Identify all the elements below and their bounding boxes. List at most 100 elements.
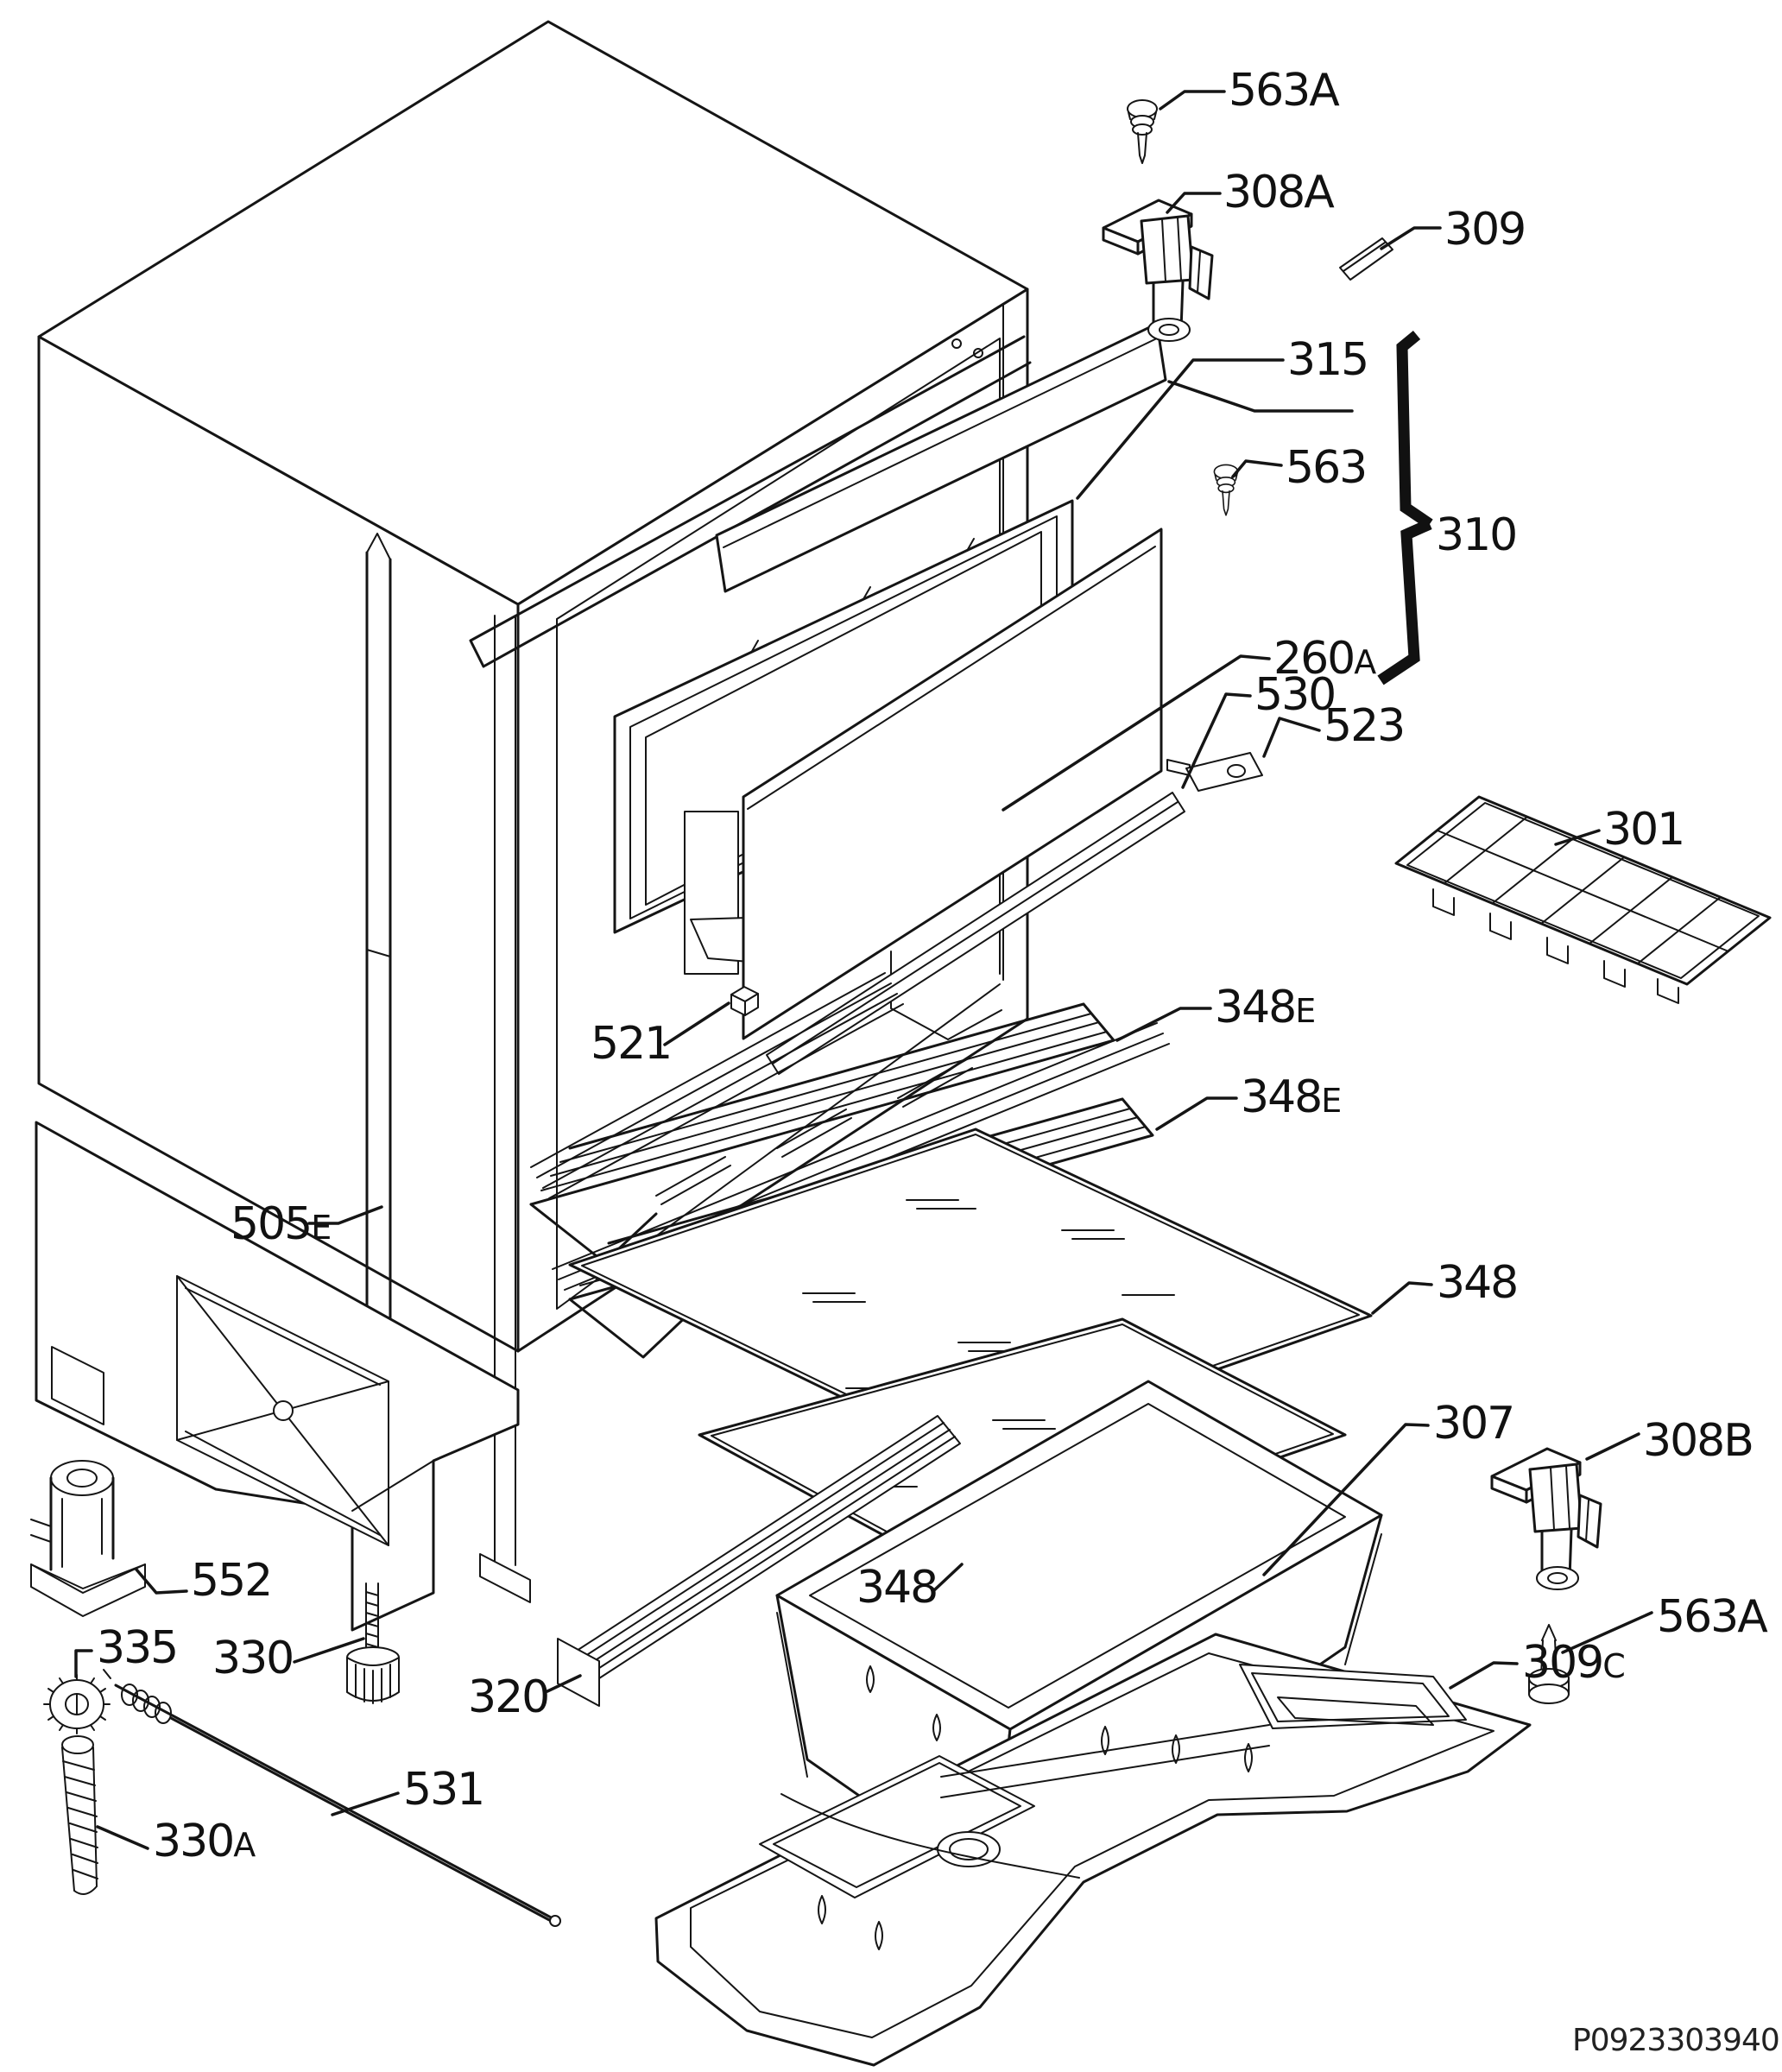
cabinet-body [37, 20, 1029, 1603]
part-label-348e-10: 348E [1215, 982, 1314, 1033]
interior-shelf-ribs [655, 1058, 973, 1205]
leader-335 [74, 1649, 93, 1678]
ice-tray-dividers [1444, 816, 1722, 964]
x-brace-inner [185, 1287, 381, 1536]
cabinet-edge-foot [479, 1553, 531, 1603]
part-label-348-19: 348 [856, 1562, 937, 1614]
leader-348-shelf [1371, 1281, 1433, 1315]
group-brace-310 [1377, 330, 1433, 685]
part-label-563a-17: 563A [1657, 1591, 1768, 1643]
leader-563 [1231, 459, 1283, 478]
part-label-530-7: 530 [1254, 669, 1335, 721]
leader-315 [1076, 358, 1285, 500]
door-insert-panel [715, 322, 1167, 593]
leader-531 [331, 1791, 400, 1816]
leader-348e-2 [1155, 1096, 1238, 1131]
leader-552 [135, 1568, 188, 1595]
base-frame-edges [35, 1121, 519, 1425]
base-frame-notch [351, 1460, 434, 1512]
ice-tray-feet [1432, 888, 1679, 1004]
leader-348e-1 [1115, 1007, 1212, 1042]
part-label-307-15: 307 [1433, 1398, 1513, 1450]
bracket-552 [30, 1460, 146, 1617]
trim-strip-530-edge [772, 801, 1179, 1064]
leader-320 [546, 1674, 582, 1693]
leader-563a-bottom [1561, 1611, 1653, 1654]
base-frame [35, 1121, 520, 1632]
part-label-309-2: 309 [1444, 204, 1525, 256]
part-label-308a-1: 308A [1223, 167, 1335, 218]
tray-channel [940, 1724, 1270, 1798]
leader-530 [1181, 692, 1252, 789]
screw-563a-top [1127, 99, 1158, 164]
leader-330a [96, 1825, 149, 1850]
leader-348-cover [932, 1563, 964, 1592]
part-label-348-14: 348 [1437, 1257, 1517, 1309]
part-label-315-3: 315 [1287, 334, 1368, 386]
pin-563a-bottom [1528, 1624, 1570, 1704]
gear-335 [43, 1674, 111, 1734]
leader-563a-top [1159, 90, 1226, 111]
part-label-521-13: 521 [591, 1018, 671, 1070]
part-label-260a-6: 260A [1273, 633, 1376, 685]
leader-308a [1166, 192, 1222, 214]
plate-309 [1339, 237, 1393, 281]
leader-307 [1262, 1423, 1430, 1576]
leader-309 [1380, 226, 1442, 250]
part-label-310-5: 310 [1436, 509, 1516, 561]
hinge-hole [951, 338, 962, 349]
door-assembly-310 [469, 322, 1185, 1075]
screw-330a [61, 1735, 98, 1895]
leader-308b [1585, 1432, 1640, 1461]
tray-channel-slot [1277, 1696, 1434, 1726]
part-label-531-24: 531 [403, 1764, 483, 1816]
x-brace-hub [273, 1400, 294, 1421]
tray-well-left [759, 1755, 1035, 1898]
base-frame-foot-left [51, 1346, 104, 1425]
leader-505e [307, 1205, 383, 1225]
latch-523 [1166, 752, 1263, 792]
part-label-330-23: 330 [212, 1633, 293, 1684]
hinge-308b [1490, 1447, 1602, 1591]
screw-563 [1213, 464, 1239, 516]
part-label-563a-0: 563A [1229, 65, 1340, 117]
shelf-rail-bundle [530, 972, 904, 1199]
leader-lines [74, 90, 1653, 1850]
leader-insert-panel [1167, 380, 1354, 413]
drawing-part-number: P09233039401 [1572, 2023, 1782, 2058]
part-label-552-21: 552 [191, 1555, 271, 1607]
plate-309-edge [1343, 242, 1386, 272]
part-label-320-20: 320 [468, 1671, 548, 1723]
leader-330 [293, 1637, 365, 1664]
tray-drain-hole-inner [949, 1838, 989, 1860]
part-label-309c-18: 309C [1522, 1637, 1624, 1689]
hinge-308a [1102, 199, 1214, 343]
part-label-330a-25: 330A [153, 1816, 256, 1867]
leader-521 [663, 1001, 730, 1046]
part-label-308b-16: 308B [1643, 1415, 1753, 1467]
wire-shelf-348e-1 [529, 1002, 1115, 1264]
leader-260a [1002, 654, 1271, 812]
leader-309c [1449, 1661, 1519, 1690]
drawer-slots [866, 1665, 941, 1741]
evaporator-panel-260a [742, 527, 1163, 1040]
leader-523 [1262, 717, 1321, 758]
rod-531 [103, 1669, 561, 1927]
part-label-348e-11: 348E [1241, 1071, 1340, 1123]
part-label-523-8: 523 [1324, 700, 1404, 752]
leader-301 [1554, 829, 1601, 846]
part-label-563-4: 563 [1286, 442, 1366, 494]
hinge-hole [973, 348, 983, 358]
door-insert-edge [723, 336, 1161, 548]
part-label-505e-12: 505E [231, 1198, 330, 1250]
trim-strip-320 [557, 1415, 961, 1707]
tray-well-right [1239, 1664, 1467, 1729]
part-label-335-22: 335 [97, 1622, 177, 1674]
block-521 [730, 986, 759, 1016]
tray-ridge [780, 1793, 1080, 1879]
tray-pins [818, 1726, 1253, 1950]
part-label-301-9: 301 [1603, 804, 1684, 856]
